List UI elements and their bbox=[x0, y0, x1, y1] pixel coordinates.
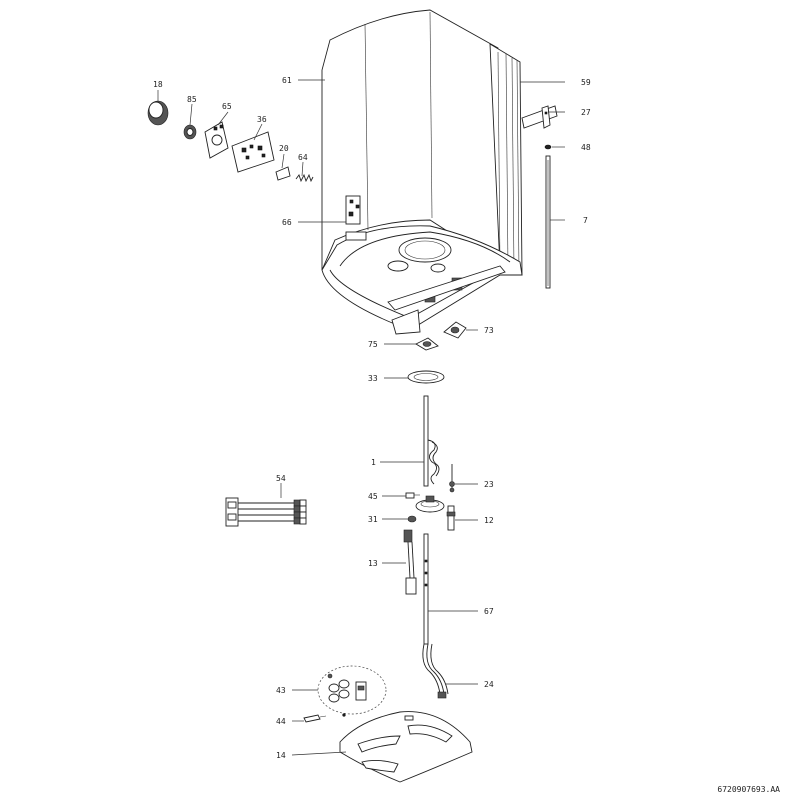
thermostat bbox=[204, 121, 229, 159]
label-1: 1 bbox=[371, 458, 376, 467]
control-board bbox=[231, 131, 275, 173]
label-36: 36 bbox=[257, 115, 267, 124]
spring bbox=[295, 173, 314, 183]
sensor bbox=[449, 464, 455, 493]
probe bbox=[423, 533, 429, 645]
label-65: 65 bbox=[222, 102, 232, 111]
part-labels: 61 59 27 48 7 18 85 65 36 20 64 66 73 75… bbox=[153, 76, 591, 760]
o-ring bbox=[544, 144, 552, 150]
label-59: 59 bbox=[581, 78, 591, 87]
leader-lines bbox=[157, 79, 565, 756]
fittings-kit bbox=[317, 665, 387, 715]
label-45: 45 bbox=[368, 492, 378, 501]
mounting-screw bbox=[303, 714, 327, 723]
nut bbox=[407, 515, 417, 523]
clip bbox=[275, 166, 291, 181]
anode-rod bbox=[545, 155, 551, 289]
label-73: 73 bbox=[484, 326, 494, 335]
label-66: 66 bbox=[282, 218, 292, 227]
screw bbox=[405, 492, 420, 499]
label-27: 27 bbox=[581, 108, 591, 117]
label-75: 75 bbox=[368, 340, 378, 349]
flange-gasket-75 bbox=[415, 337, 439, 351]
label-23: 23 bbox=[484, 480, 494, 489]
flange-gasket-73 bbox=[443, 321, 467, 339]
label-31: 31 bbox=[368, 515, 378, 524]
wall-bracket bbox=[521, 105, 558, 129]
label-44: 44 bbox=[276, 717, 286, 726]
document-id: 6720907693.AA bbox=[717, 785, 780, 794]
label-48: 48 bbox=[581, 143, 591, 152]
screw-dot bbox=[342, 713, 346, 717]
knob bbox=[147, 100, 169, 126]
seal-ring bbox=[407, 370, 445, 384]
label-64: 64 bbox=[298, 153, 308, 162]
bottom-cover bbox=[339, 711, 473, 783]
label-12: 12 bbox=[484, 516, 494, 525]
bushing bbox=[183, 124, 197, 140]
tank-housing bbox=[321, 9, 523, 335]
label-43: 43 bbox=[276, 686, 286, 695]
cable-loom bbox=[422, 643, 449, 699]
heating-element bbox=[415, 395, 445, 513]
label-54: 54 bbox=[276, 474, 286, 483]
label-85: 85 bbox=[187, 95, 197, 104]
terminal-block bbox=[225, 497, 307, 527]
label-7: 7 bbox=[583, 216, 588, 225]
label-33: 33 bbox=[368, 374, 378, 383]
fitting bbox=[446, 505, 456, 531]
label-61: 61 bbox=[282, 76, 292, 85]
label-18: 18 bbox=[153, 80, 163, 89]
label-14: 14 bbox=[276, 751, 286, 760]
label-20: 20 bbox=[279, 144, 289, 153]
sensor-cable bbox=[403, 529, 417, 595]
label-13: 13 bbox=[368, 559, 378, 568]
label-67: 67 bbox=[484, 607, 494, 616]
label-24: 24 bbox=[484, 680, 494, 689]
